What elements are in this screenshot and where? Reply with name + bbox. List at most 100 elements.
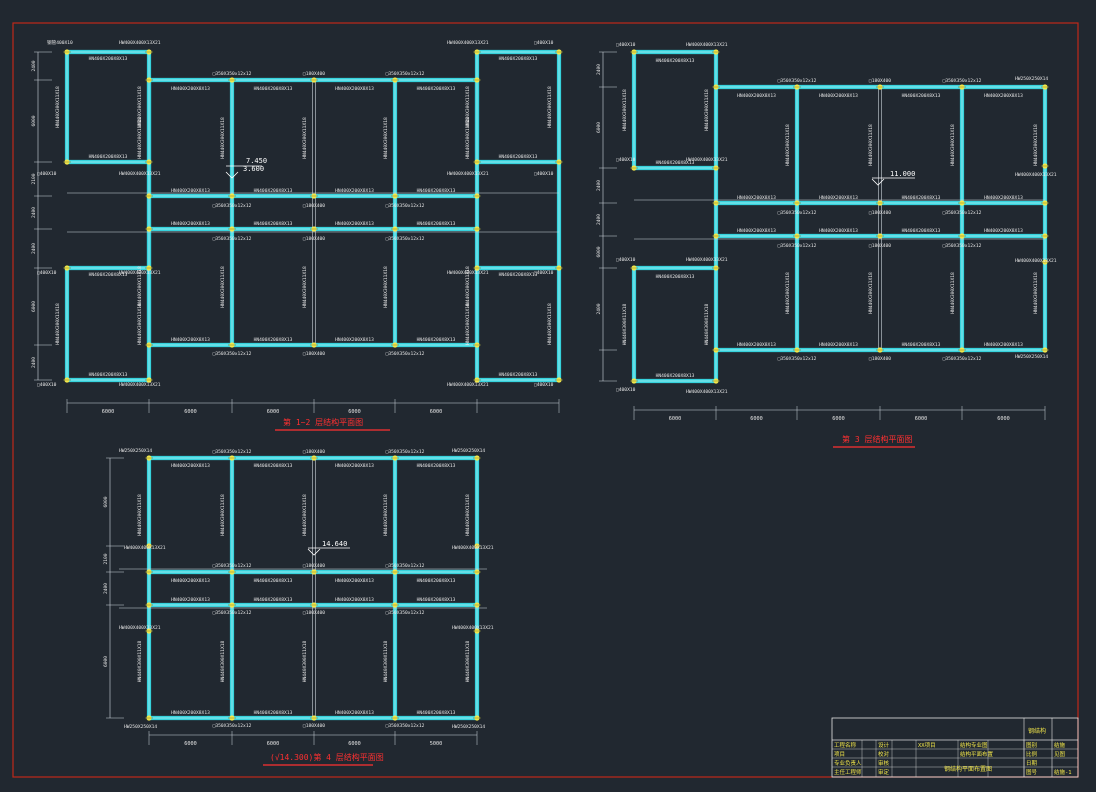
beam-section-label: 2400 [596, 303, 602, 314]
beam-section-label: HN400X200X8X13 [335, 463, 374, 469]
plan-3-title: 第 3 层结构平面图 [842, 434, 912, 444]
tube-beam-label: □350X350x12x12 [386, 610, 425, 616]
beam-section-label: HN400X200X8X13 [499, 372, 538, 378]
beam-section-label: HN400X200X8X13 [89, 154, 128, 160]
beam-section-label: HN400X200X8X13 [902, 93, 941, 99]
tube-beam-label: □180X400 [303, 71, 325, 77]
beam-section-label: HN400X200X8X13 [89, 56, 128, 62]
dimension-label: 6000 [669, 416, 682, 422]
title-block-cell: 设计 [878, 741, 890, 749]
beam-section-label: HN400X200X8X13 [902, 195, 941, 201]
beam-section-label: HN400X200X8X13 [335, 188, 374, 194]
beam-section-label: HN440X300X11X18 [465, 641, 471, 683]
title-block-cell: 专业负责人 [834, 759, 862, 767]
tube-beam-label: □350X350x12x12 [943, 210, 982, 216]
beam-section-label: 6000 [31, 301, 37, 312]
beam-section-label: HN440X300X11X18 [950, 272, 956, 314]
dimension-label: 6000 [184, 409, 197, 415]
beam-section-label: HN440X300X11X18 [868, 124, 874, 166]
beam-section-label: HN400X200X8X13 [902, 342, 941, 348]
column-label: HW400X400X13X21 [686, 157, 728, 163]
beam-section-label: 2400 [596, 64, 602, 75]
column-label: HW250X250X14 [119, 448, 152, 454]
column-label: HW250X250X14 [452, 724, 485, 730]
beam-section-label: HN400X200X8X13 [335, 86, 374, 92]
beam-section-label: HN440X300X11X18 [622, 304, 628, 346]
beam-section-label: 6000 [103, 496, 109, 507]
dimension-label: 6000 [267, 741, 280, 747]
column-label: □400X10 [616, 157, 636, 163]
title-block-cell: 项目 [834, 751, 845, 758]
tube-beam-label: □350X350x12x12 [386, 449, 425, 455]
tube-beam-label: □350X350x12x12 [213, 203, 252, 209]
beam-section-label: HN400X200X8X13 [819, 195, 858, 201]
title-block-cell: 结施-1 [1054, 768, 1072, 776]
tube-beam-label: □180X400 [869, 356, 891, 362]
column-label: HW400X400X13X21 [447, 382, 489, 388]
beam-section-label: 2100 [103, 553, 109, 564]
beam-section-label: HN440X300X11X18 [1033, 272, 1039, 314]
tube-beam-label: □180X400 [869, 243, 891, 249]
beam-section-label: HN400X200X8X13 [417, 578, 456, 584]
dimension-label: 6000 [750, 416, 763, 422]
dimension-label: 6000 [348, 409, 361, 415]
beam-section-label: HN400X200X8X13 [335, 597, 374, 603]
beam-section-label: HN440X300X11X18 [465, 494, 471, 536]
beam-section-label: HN440X300X11X18 [220, 117, 226, 159]
beam-section-label: HN400X200X8X13 [335, 578, 374, 584]
tube-beam-label: □350X350x12x12 [213, 71, 252, 77]
beam-section-label: HN400X200X8X13 [984, 228, 1023, 234]
elevation-p3: 11.000 [890, 170, 915, 178]
dimension-label: 6000 [267, 409, 280, 415]
elevation-p12-bottom: 3.600 [243, 165, 264, 173]
beam-section-label: HN400X200X8X13 [417, 188, 456, 194]
beam-section-label: HN440X300X11X18 [302, 117, 308, 159]
beam-section-label: HN440X300X11X18 [137, 117, 143, 159]
tube-beam-label: □350X350x12x12 [778, 356, 817, 362]
tube-beam-label: □350X350x12x12 [778, 243, 817, 249]
beam-section-label: HN400X200X8X13 [335, 337, 374, 343]
beam-section-label: HN440X300X11X18 [137, 266, 143, 308]
dimension-label: 6000 [832, 416, 845, 422]
tube-beam-label: □350X350x12x12 [386, 236, 425, 242]
tube-beam-label: □180X400 [303, 563, 325, 569]
column-label: HW400X400X13X21 [1015, 258, 1057, 264]
beam-section-label: HN440X300X11X18 [465, 266, 471, 308]
beam-section-label: 6000 [596, 246, 602, 257]
beam-section-label: HN400X200X8X13 [737, 342, 776, 348]
title-block-cell: 结构平面布置 [960, 750, 994, 758]
tube-beam-label: □350X350x12x12 [386, 351, 425, 357]
beam-section-label: 6000 [103, 656, 109, 667]
dimension-label: 6000 [430, 409, 443, 415]
beam-section-label: HN400X200X8X13 [984, 195, 1023, 201]
beam-section-label: HN400X200X8X13 [254, 597, 293, 603]
column-label: □400X10 [534, 40, 554, 46]
tube-beam-label: □350X350x12x12 [778, 78, 817, 84]
beam-section-label: HN400X200X8X13 [984, 342, 1023, 348]
elevation-marker-p3: 11.000 [871, 170, 915, 186]
beam-section-label: HN440X300X11X18 [55, 303, 61, 345]
beam-section-label: HN400X200X8X13 [499, 154, 538, 160]
beam-section-label: HN400X200X8X13 [417, 337, 456, 343]
beam-section-label: 6000 [596, 122, 602, 133]
beam-section-label: HN400X200X8X13 [819, 228, 858, 234]
beam-section-label: HN440X300X11X18 [785, 272, 791, 314]
beam-section-label: 2400 [31, 207, 37, 218]
column-label: HW400X400X13X21 [447, 40, 489, 46]
beam-section-label: HN440X300X11X18 [383, 641, 389, 683]
beam-section-label: HN400X200X8X13 [656, 373, 695, 379]
beam-section-label: 2400 [31, 243, 37, 254]
beam-section-label: HN440X300X11X18 [302, 641, 308, 683]
tube-beam-label: □350X350x12x12 [213, 351, 252, 357]
tube-beam-label: □350X350x12x12 [386, 203, 425, 209]
title-block-cell: XX项目 [918, 742, 936, 749]
beam-section-label: 2400 [31, 60, 37, 71]
column-label: □400X10 [534, 270, 554, 276]
beam-section-label: HN440X300X11X18 [465, 303, 471, 345]
column-label: HW400X400X13X21 [686, 389, 728, 395]
beam-section-label: HN400X200X8X13 [656, 58, 695, 64]
elevation-p4: 14.640 [322, 540, 347, 548]
tube-beam-label: □350X350x12x12 [213, 563, 252, 569]
drawing-frame [12, 22, 1079, 778]
